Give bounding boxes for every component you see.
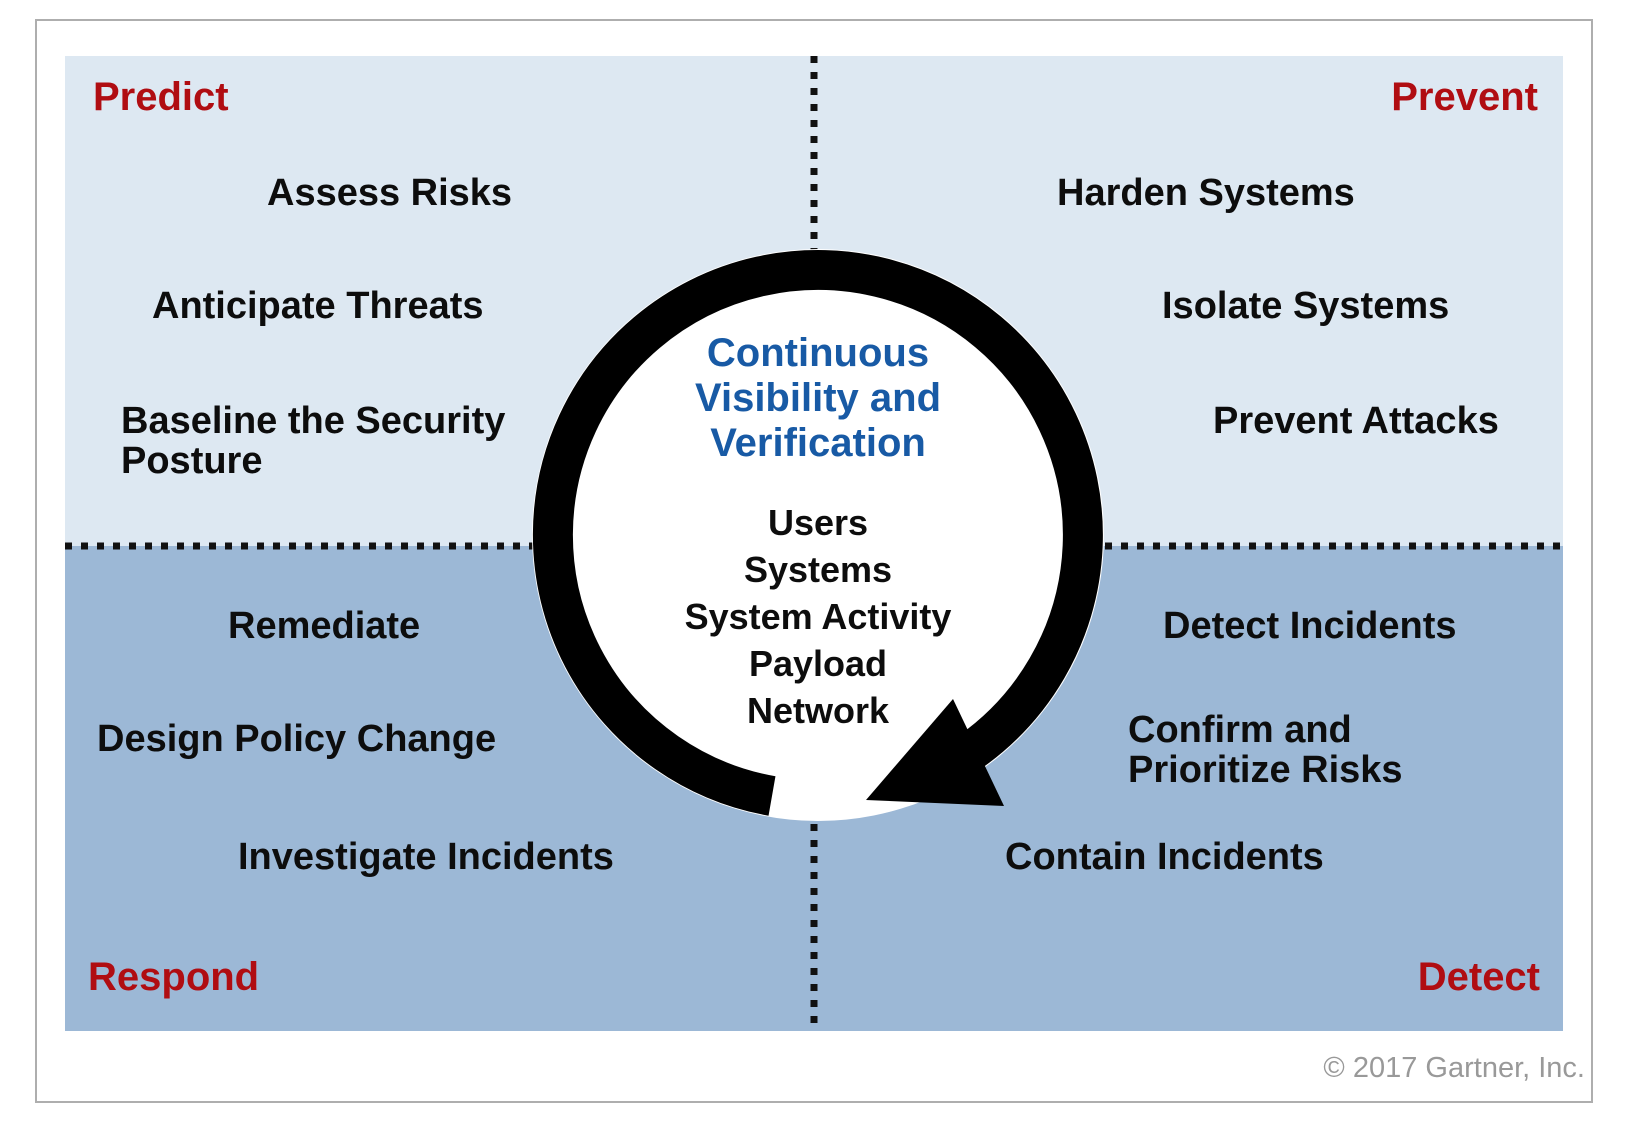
detect-item-confirm-prioritize: Confirm and Prioritize Risks	[1128, 709, 1403, 791]
center-item-list: Users Systems System Activity Payload Ne…	[568, 499, 1068, 734]
prevent-item-isolate-systems: Isolate Systems	[1162, 285, 1450, 327]
center-title-line-2: Visibility and	[695, 376, 941, 420]
respond-item-investigate-incidents: Investigate Incidents	[238, 836, 614, 878]
phase-label-detect: Detect	[1417, 955, 1540, 999]
predict-item-anticipate-threats: Anticipate Threats	[152, 285, 484, 327]
phase-label-respond: Respond	[88, 955, 260, 999]
center-item-systems: Systems	[743, 549, 893, 590]
respond-item-remediate: Remediate	[228, 605, 421, 647]
center-title-line-1: Continuous	[706, 331, 930, 375]
respond-item-design-policy-change: Design Policy Change	[97, 718, 497, 760]
center-item-system-activity: System Activity	[684, 596, 952, 637]
center-title: Continuous Visibility and Verification	[568, 331, 1068, 466]
phase-label-predict: Predict	[93, 75, 229, 119]
predict-item-assess-risks: Assess Risks	[267, 172, 513, 214]
detect-item-contain-incidents: Contain Incidents	[1005, 836, 1324, 878]
predict-item-baseline-posture: Baseline the Security Posture	[121, 400, 506, 482]
center-item-users: Users	[767, 502, 869, 543]
phase-label-prevent: Prevent	[1391, 75, 1538, 119]
center-item-network: Network	[746, 690, 890, 731]
center-item-payload: Payload	[748, 643, 888, 684]
copyright-notice: © 2017 Gartner, Inc.	[1323, 1052, 1585, 1084]
prevent-item-prevent-attacks: Prevent Attacks	[1213, 400, 1499, 442]
detect-item-detect-incidents: Detect Incidents	[1163, 605, 1457, 647]
prevent-item-harden-systems: Harden Systems	[1057, 172, 1355, 214]
center-title-line-3: Verification	[710, 421, 926, 465]
